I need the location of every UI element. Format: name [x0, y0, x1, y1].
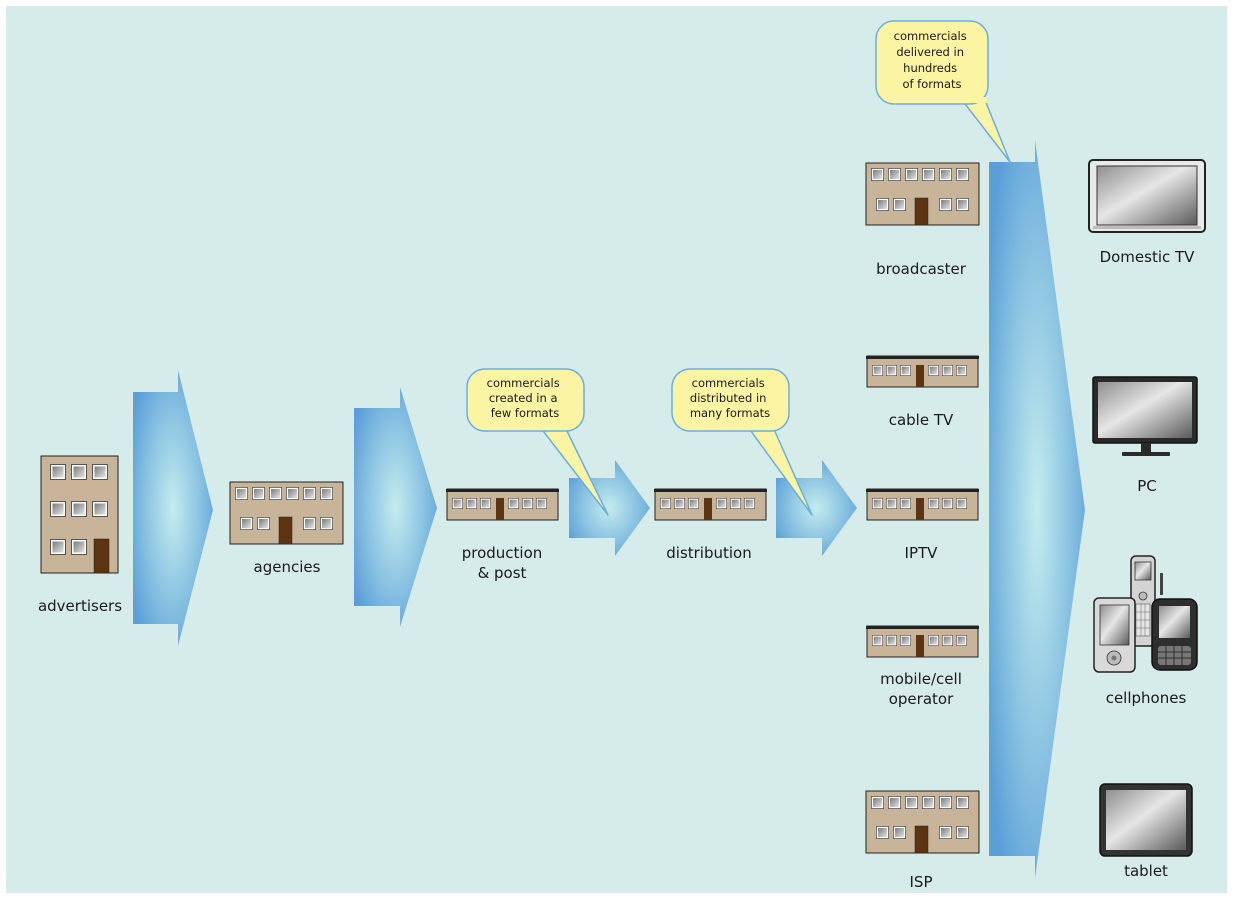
label-cellphones: cellphones: [1106, 689, 1187, 707]
flow-arrow-agencies-production: [354, 387, 437, 627]
callout-created-line-2: created in a: [489, 391, 558, 405]
domestic-tv-icon: [1088, 159, 1206, 233]
svg-text:commercials created in a: commercials created in a few formats: [487, 376, 564, 420]
iptv-building-icon: [866, 488, 979, 521]
advertisers-building-icon: [40, 455, 119, 574]
label-domestic-tv: Domestic TV: [1100, 248, 1196, 266]
label-distribution: distribution: [666, 544, 751, 562]
callout-delivered-line-3: hundreds: [903, 61, 957, 75]
flow-arrow-advertisers-agencies: [133, 370, 213, 646]
callout-created-line-1: commercials: [487, 376, 560, 390]
label-agencies: agencies: [254, 558, 321, 576]
label-iptv: IPTV: [905, 544, 939, 562]
label-tablet: tablet: [1124, 862, 1168, 880]
pc-monitor-icon: [1092, 376, 1198, 456]
callout-distributed-line-3: many formats: [690, 406, 770, 420]
callout-delivered-line-4: of formats: [902, 77, 961, 91]
callout-created: commercials created in a few formats: [466, 368, 609, 516]
agencies-building-icon: [229, 481, 344, 545]
label-mobile-operator-line-1: mobile/cell: [880, 670, 962, 688]
label-isp: ISP: [910, 873, 933, 891]
broadcaster-building-icon: [865, 162, 980, 226]
svg-text:commercials delivered in: commercials delivered in hundreds of for…: [894, 29, 971, 91]
callout-created-line-3: few formats: [491, 406, 560, 420]
isp-building-icon: [865, 790, 980, 854]
callout-delivered: commercials delivered in hundreds of for…: [875, 20, 1011, 163]
label-pc: PC: [1137, 477, 1157, 495]
flow-arrow-operators-devices: [989, 140, 1085, 878]
cable-tv-building-icon: [866, 355, 979, 388]
label-broadcaster: broadcaster: [876, 260, 967, 278]
label-mobile-operator-line-2: operator: [889, 690, 954, 708]
cellphones-icon: [1093, 555, 1198, 673]
label-production-line-2: & post: [478, 564, 527, 582]
tablet-icon: [1099, 783, 1193, 857]
callout-distributed: commercials distributed in many formats: [671, 368, 813, 516]
mobile-operator-building-icon: [866, 625, 979, 658]
distribution-building-icon: [654, 488, 767, 521]
label-advertisers: advertisers: [38, 597, 122, 615]
production-building-icon: [446, 488, 559, 521]
callout-delivered-line-2: delivered in: [896, 45, 964, 59]
callout-distributed-line-1: commercials: [692, 376, 765, 390]
label-production-line-1: production: [462, 544, 543, 562]
svg-text:commercials distributed: commercials distributed in many formats: [690, 376, 770, 420]
callout-distributed-line-2: distributed in: [690, 391, 767, 405]
callout-delivered-line-1: commercials: [894, 29, 967, 43]
label-cable-tv: cable TV: [889, 411, 954, 429]
